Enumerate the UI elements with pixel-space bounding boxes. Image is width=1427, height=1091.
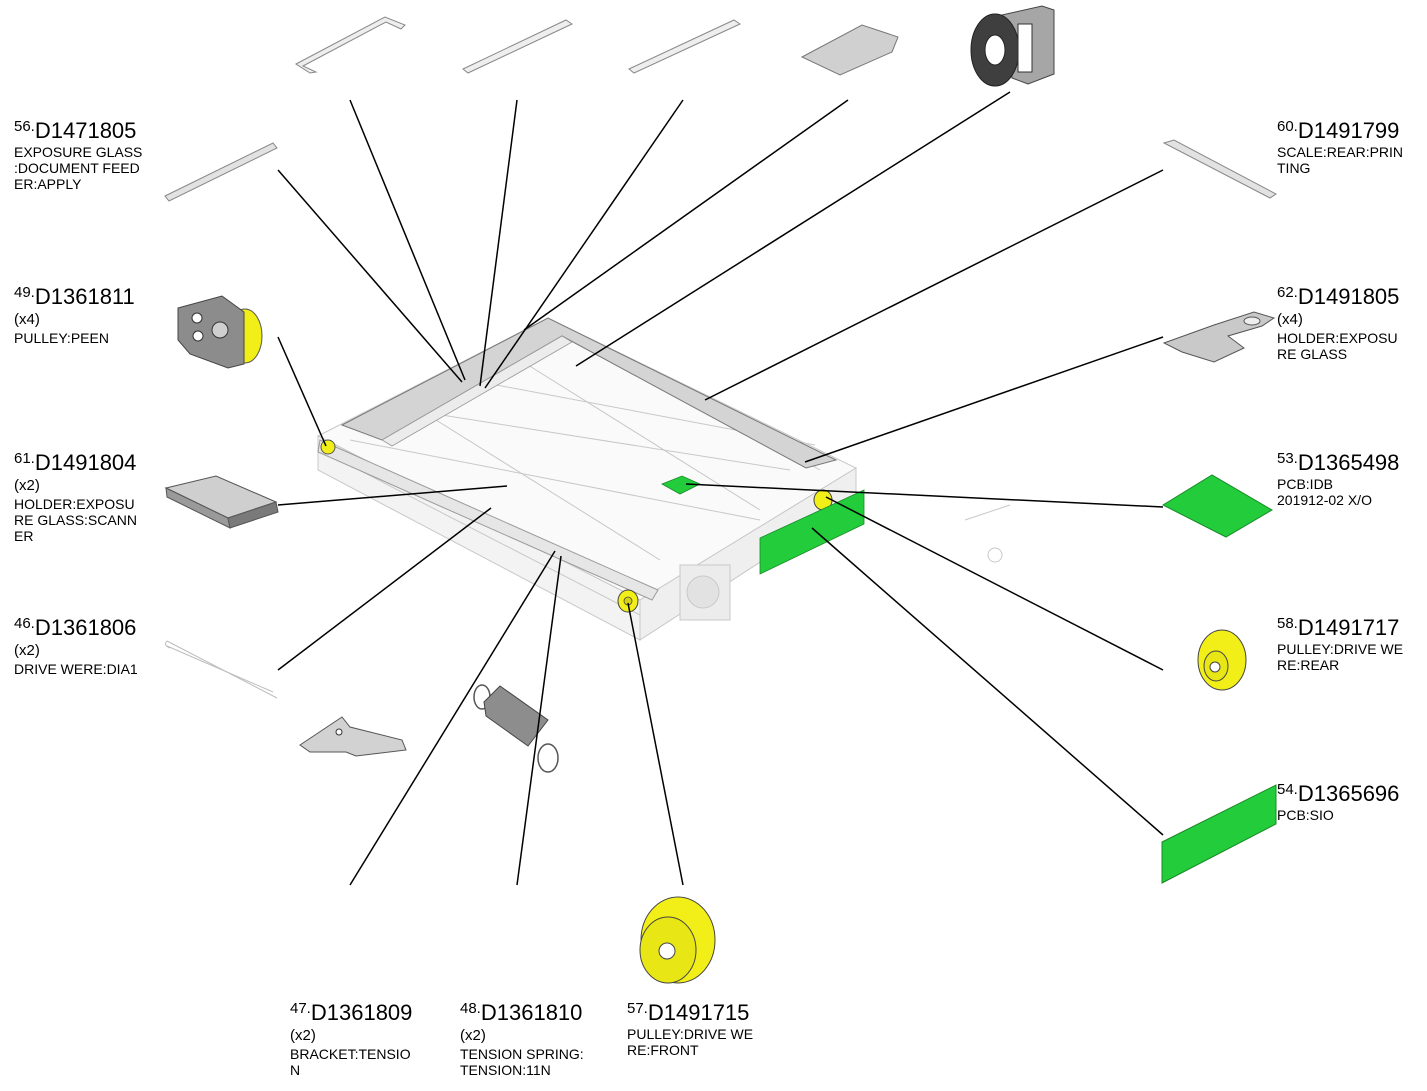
pcb-idb-part [1161,474,1273,538]
top-rail-part-2 [462,19,574,74]
top-frame-rail [340,317,838,469]
assembly-pcb-sio [759,489,865,575]
drive-wire-part [165,640,278,699]
pulley-drive-wire-front-part [639,896,716,984]
part-number: 56.D1471805 [14,118,137,143]
part-label-53: 53.D1365498 PCB:IDB 201912-02 X/O [1277,450,1399,508]
part-number: 57.D1491715 [627,1000,750,1025]
part-label-49: 49.D1361811 (x4) PULLEY:PEEN [14,284,135,346]
part-number: 47.D1361809 [290,1000,413,1025]
assembly-pulley-left [320,439,336,455]
top-rail-part-3 [628,19,742,74]
front-rail [317,439,659,601]
exposure-glass-document-feeder-part [164,142,278,202]
holder-exposure-glass-scanner-part [164,475,279,529]
part-label-61: 61.D1491804 (x2) HOLDER:EXPOSU RE GLASS:… [14,450,137,544]
part-description: PULLEY:DRIVE WE RE:REAR [1277,641,1404,674]
pulley-peen-part [177,295,263,369]
leader-lines [277,91,1164,886]
part-quantity: (x2) [290,1027,316,1045]
part-number: 54.D1365696 [1277,781,1400,806]
bracket-tension-part [299,716,407,757]
part-quantity: (x4) [14,311,40,329]
part-number: 46.D1361806 [14,615,137,640]
part-number: 48.D1361810 [460,1000,583,1025]
pulley-drive-wire-rear-part [1197,629,1247,691]
part-label-56: 56.D1471805 EXPOSURE GLASS :DOCUMENT FEE… [14,118,142,193]
part-number: 58.D1491717 [1277,615,1400,640]
part-number: 61.D1491804 [14,450,137,475]
part-number: 53.D1365498 [1277,450,1400,475]
pcb-sio-part [1161,784,1277,884]
scale-rear-printing-part [1162,139,1277,199]
part-description: PULLEY:PEEN [14,329,109,346]
tension-spring-part [473,684,559,773]
part-description: DRIVE WERE:DIA1 [14,660,138,677]
part-label-60: 60.D1491799 SCALE:REAR:PRIN TING [1277,118,1403,176]
part-description: HOLDER:EXPOSU RE GLASS [1277,329,1398,362]
part-quantity: (x2) [14,642,40,660]
part-description: PCB:SIO [1277,807,1334,824]
part-label-47: 47.D1361809 (x2) BRACKET:TENSIO N [290,1000,412,1078]
holder-exposure-glass-part [1162,311,1276,363]
part-label-46: 46.D1361806 (x2) DRIVE WERE:DIA1 [14,615,138,677]
part-description: SCALE:REAR:PRIN TING [1277,144,1404,177]
part-description: PULLEY:DRIVE WE RE:FRONT [627,1026,754,1059]
part-label-48: 48.D1361810 (x2) TENSION SPRING: TENSION… [460,1000,584,1078]
part-number: 49.D1361811 [14,284,135,309]
part-description: PCB:IDB 201912-02 X/O [1277,476,1372,509]
part-quantity: (x4) [1277,311,1303,329]
part-label-62: 62.D1491805 (x4) HOLDER:EXPOSU RE GLASS [1277,284,1399,362]
cam-block-part [970,5,1055,87]
scanner-assembly [316,317,1011,641]
assembly-pulley-front [617,589,639,613]
top-plate-part [800,24,899,76]
part-description: BRACKET:TENSIO N [290,1045,411,1078]
top-rail-part-1 [295,16,406,74]
part-description: EXPOSURE GLASS :DOCUMENT FEED ER:APPLY [14,144,143,193]
part-quantity: (x2) [460,1027,486,1045]
part-description: HOLDER:EXPOSU RE GLASS:SCANN ER [14,495,137,544]
part-number: 60.D1491799 [1277,118,1400,143]
part-label-57: 57.D1491715 PULLEY:DRIVE WE RE:FRONT [627,1000,753,1058]
part-description: TENSION SPRING: TENSION:11N [460,1045,584,1078]
part-quantity: (x2) [14,477,40,495]
part-number: 62.D1491805 [1277,284,1400,309]
part-label-58: 58.D1491717 PULLEY:DRIVE WE RE:REAR [1277,615,1403,673]
part-label-54: 54.D1365696 PCB:SIO [1277,781,1399,823]
